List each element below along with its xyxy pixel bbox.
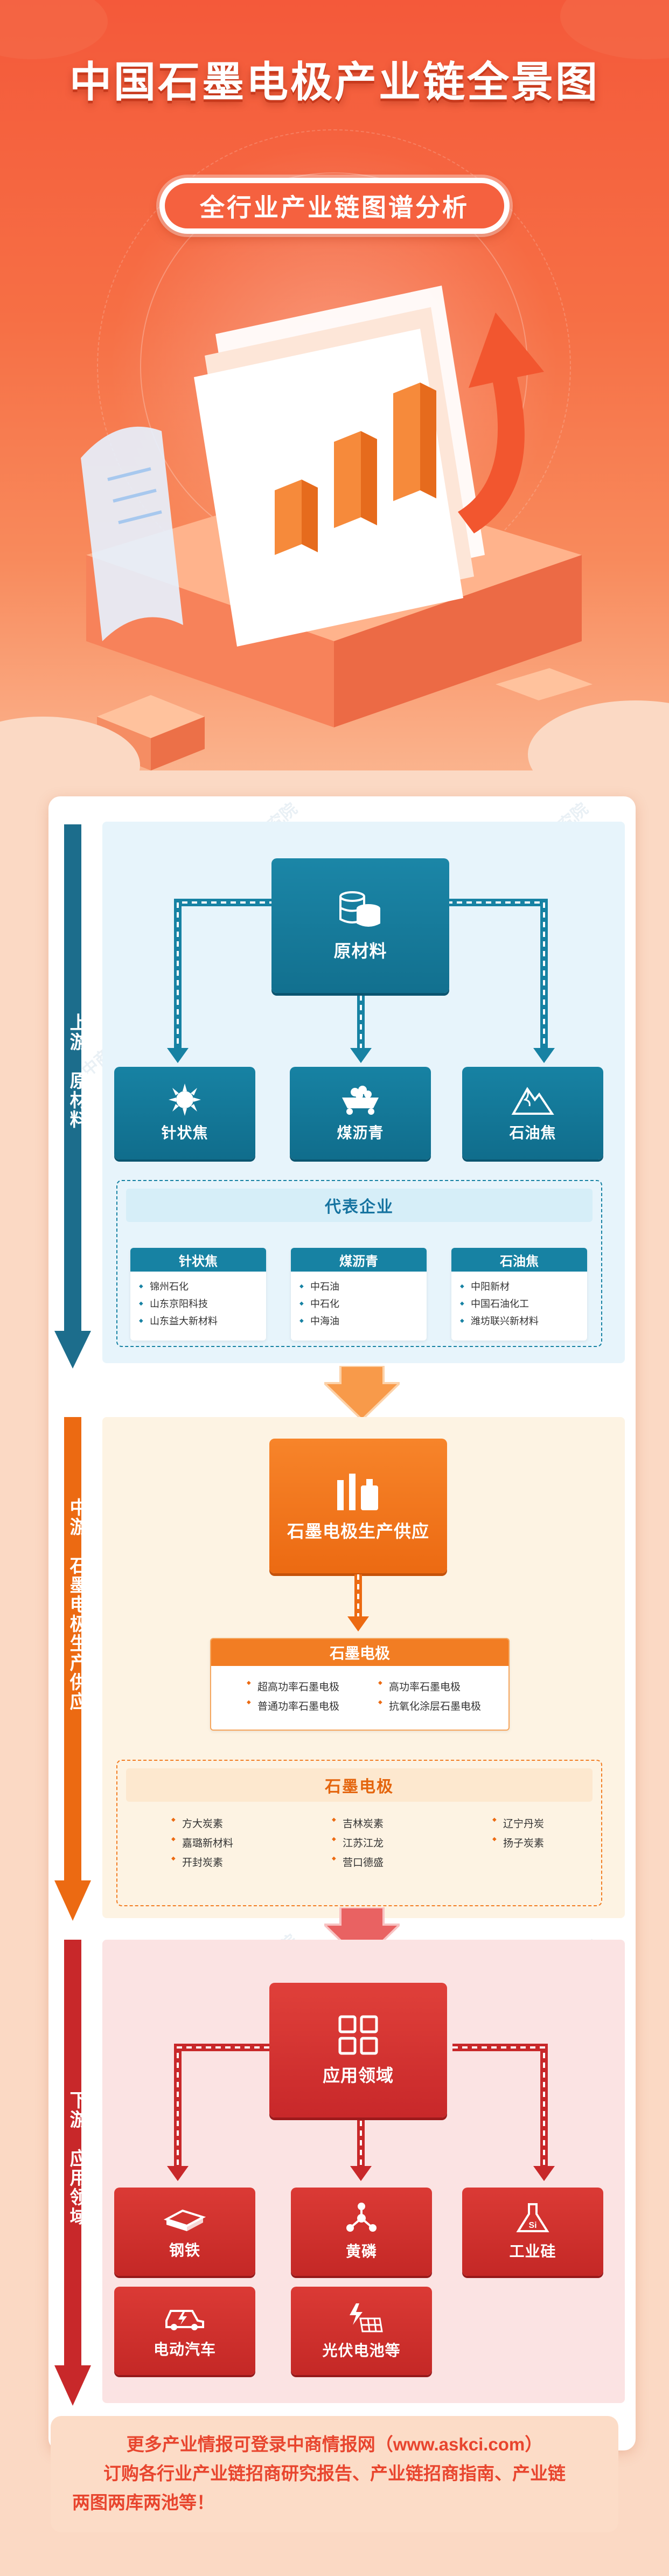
upstream-item-needle-coke: 针状焦: [114, 1067, 255, 1159]
company-item: 辽宁丹炭: [492, 1816, 544, 1830]
company-item: 锦州石化: [139, 1278, 266, 1295]
electrode-type-item: 超高功率石墨电极: [247, 1679, 339, 1693]
company-item: 扬子炭素: [492, 1835, 544, 1850]
company-item: 潍坊联兴新材料: [460, 1313, 587, 1330]
company-item: 中阳新材: [460, 1278, 587, 1295]
raw-materials-box: 原材料: [271, 858, 449, 993]
company-item: 中石油: [299, 1278, 427, 1295]
upstream-companies-wrap: [116, 1180, 602, 1347]
upstream-connectors: [167, 899, 555, 1063]
downstream-side-label: 下游：应用领域: [67, 2091, 87, 2226]
footer-line-3: 两图两库两池等！: [72, 2492, 214, 2512]
downstream-item-label: 工业硅: [509, 2243, 556, 2260]
midstream-companies-wrap: [116, 1760, 602, 1906]
company-item: 江苏江龙: [332, 1835, 384, 1850]
photovoltaic-battery-icon: [350, 2303, 383, 2332]
yellow-phosphorus-icon: [346, 2203, 377, 2232]
upstream-companies-title: 代表企业: [126, 1189, 593, 1222]
electric-car-icon: [165, 2310, 204, 2330]
downstream-item-label: 钢铁: [169, 2242, 200, 2259]
downstream-item-yellow-phosphorus: 黄磷: [291, 2188, 432, 2276]
company-item: 营口德盛: [332, 1855, 384, 1869]
subtitle-text: 全行业产业链图谱分析: [165, 183, 504, 228]
downstream-item-label: 光伏电池等: [322, 2342, 401, 2359]
company-item: 开封炭素: [171, 1855, 223, 1869]
hero-banner: 中国石墨电极产业链全景图 全行业产业链图谱分析: [0, 0, 669, 797]
company-card-needle-coke: 针状焦 锦州石化 山东京阳科技 山东益大新材料: [130, 1248, 266, 1341]
downstream-item-label: 电动汽车: [153, 2341, 216, 2358]
application-fields-box: 应用领域: [269, 1983, 447, 2117]
factory-icon: [337, 1474, 378, 1510]
company-item: 山东京阳科技: [139, 1295, 266, 1313]
midstream-companies-title: 石墨电极: [126, 1768, 593, 1802]
electrode-types-title: 石墨电极: [211, 1639, 508, 1666]
company-item: 山东益大新材料: [139, 1313, 266, 1330]
upstream-item-label: 煤沥青: [337, 1124, 384, 1141]
electrode-type-item: 普通功率石墨电极: [247, 1698, 339, 1713]
grid-icon: [338, 2015, 378, 2055]
upstream-side-arrow: [54, 824, 91, 1369]
company-card-petroleum-coke: 石油焦 中阳新材 中国石油化工 潍坊联兴新材料: [451, 1248, 587, 1341]
downstream-connectors: [167, 2044, 555, 2181]
midstream-connector: [347, 1574, 369, 1631]
upstream-side-label: 上游：原材料: [67, 1013, 87, 1129]
company-card-title: 石油焦: [451, 1248, 587, 1272]
application-fields-label: 应用领域: [322, 2066, 394, 2085]
company-item: 嘉璐新材料: [171, 1835, 233, 1850]
upstream-item-coal-tar-pitch: 煤沥青: [290, 1067, 431, 1159]
company-item: 中海油: [299, 1313, 427, 1330]
petroleum-coke-icon: [511, 1087, 554, 1115]
electrode-type-item: 高功率石墨电极: [378, 1679, 461, 1693]
upstream-item-petroleum-coke: 石油焦: [462, 1067, 603, 1159]
raw-materials-label: 原材料: [333, 941, 387, 961]
midstream-side-arrow: [54, 1417, 91, 1921]
electrode-types-list: 超高功率石墨电极 高功率石墨电极 普通功率石墨电极 抗氧化涂层石墨电极: [211, 1671, 508, 1730]
midstream-companies-list: 方大炭素 吉林炭素 辽宁丹炭 嘉璐新材料 江苏江龙 扬子炭素 开封炭素 营口德盛: [126, 1810, 593, 1902]
company-item: 中国石油化工: [460, 1295, 587, 1313]
hero-clouds-bottom: [0, 700, 669, 797]
company-card-title: 针状焦: [130, 1248, 266, 1272]
hero-clouds-top: [0, 0, 669, 59]
upstream-item-label: 针状焦: [161, 1124, 208, 1141]
coal-tar-pitch-icon: [342, 1086, 379, 1115]
downstream-item-photovoltaic-battery: 光伏电池等: [291, 2287, 432, 2375]
electrode-types-card: 石墨电极 超高功率石墨电极 高功率石墨电极 普通功率石墨电极 抗氧化涂层石墨电极: [210, 1638, 510, 1731]
steel-icon: [163, 2209, 206, 2231]
hero-illustration: [81, 286, 593, 770]
downstream-item-steel: 钢铁: [114, 2188, 255, 2276]
database-icon: [339, 891, 380, 927]
upstream-item-label: 石油焦: [509, 1124, 556, 1141]
subtitle-pill: 全行业产业链图谱分析: [159, 178, 510, 234]
downstream-item-label: 黄磷: [345, 2243, 377, 2260]
company-card-coal-tar-pitch: 煤沥青 中石油 中石化 中海油: [291, 1248, 427, 1341]
electrode-type-item: 抗氧化涂层石墨电极: [378, 1698, 481, 1713]
graphite-electrode-production-box: 石墨电极生产供应: [269, 1439, 447, 1573]
needle-coke-icon: [169, 1084, 201, 1116]
page-title: 中国石墨电极产业链全景图: [69, 58, 600, 106]
svg-text:Si: Si: [528, 2221, 536, 2230]
company-card-title: 煤沥青: [291, 1248, 427, 1272]
footer-line-1: 更多产业情报可登录中商情报网（www.askci.com）: [126, 2434, 543, 2454]
footer-line-2: 订购各行业产业链招商研究报告、产业链招商指南、产业链: [103, 2463, 566, 2483]
company-item: 吉林炭素: [332, 1816, 384, 1830]
company-item: 方大炭素: [171, 1816, 223, 1830]
midstream-side-label: 中游：石墨电极生产供应: [67, 1498, 87, 1711]
downstream-side-arrow: [54, 1940, 91, 2406]
downstream-item-industrial-silicon: Si 工业硅: [462, 2188, 603, 2276]
graphite-electrode-production-label: 石墨电极生产供应: [287, 1522, 429, 1541]
company-item: 中石化: [299, 1295, 427, 1313]
downstream-item-electric-car: 电动汽车: [114, 2287, 255, 2375]
industrial-silicon-icon: Si: [516, 2203, 549, 2232]
flow-chevron-down-icon: [324, 1366, 400, 1421]
footer-promo: 更多产业情报可登录中商情报网（www.askci.com） 订购各行业产业链招商…: [51, 2416, 618, 2532]
